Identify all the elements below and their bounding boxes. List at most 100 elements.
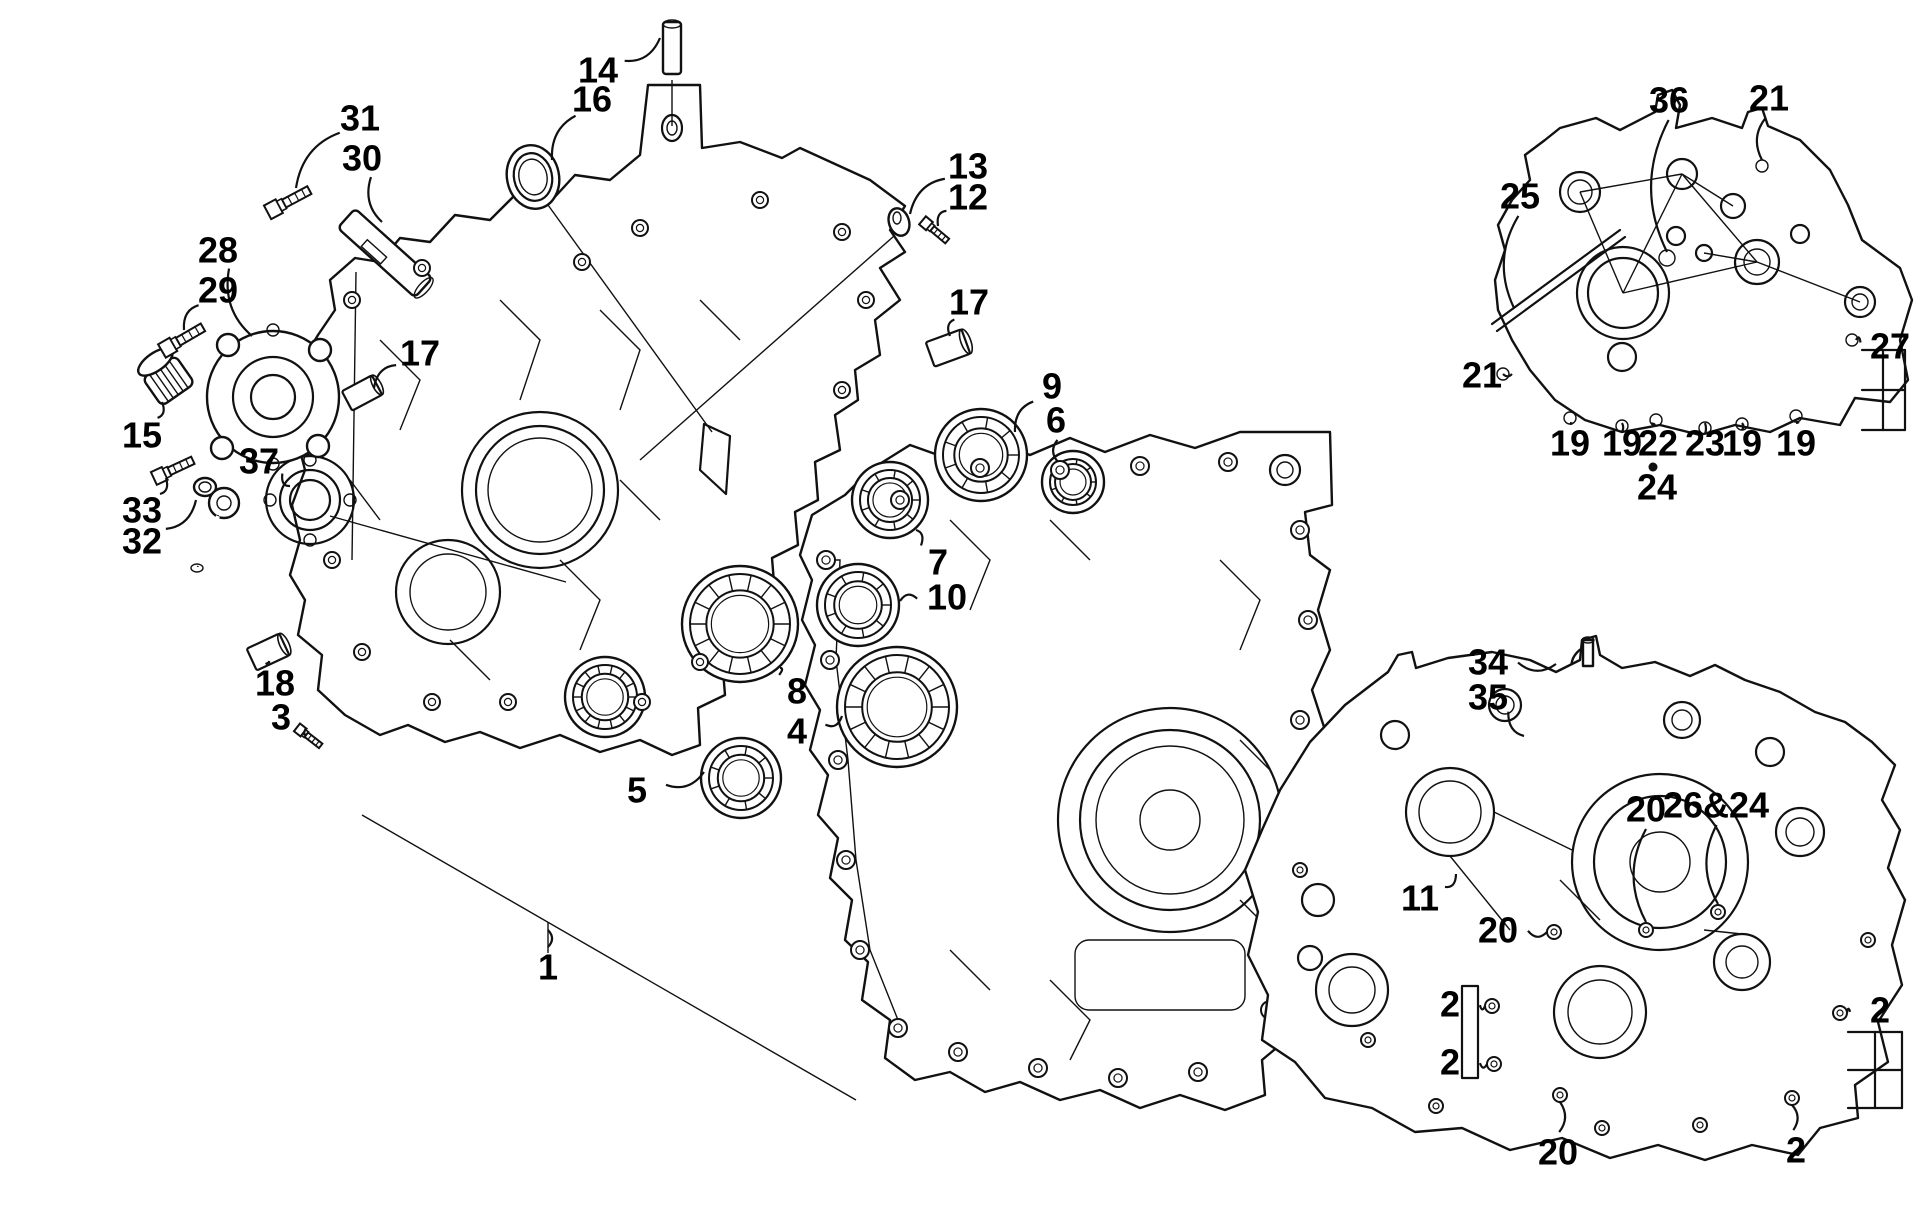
part-number-label: 19 [1550, 423, 1590, 464]
callout-18: 18 [255, 660, 295, 704]
part-number-label: 27 [1870, 326, 1910, 367]
part-number-label: 13 [948, 146, 988, 187]
leader-line [1569, 421, 1574, 426]
bolt-holes [323, 191, 1318, 1088]
callout-19: 19 [1776, 420, 1816, 464]
part-number-label: 11 [1401, 878, 1439, 919]
leader-line [624, 37, 662, 63]
leader-line [1527, 930, 1548, 938]
inset-ribs [1449, 811, 1743, 935]
leader-line [915, 528, 924, 546]
leader-line [1051, 439, 1059, 463]
callout-dot [1648, 462, 1658, 472]
bearing-9 [933, 407, 1029, 503]
leader-line [1517, 661, 1557, 672]
leader-line [226, 268, 253, 337]
callout-17: 17 [372, 333, 440, 389]
leader-line [1444, 873, 1458, 889]
right-crankcase-half [798, 430, 1334, 1112]
part-number-label: 2 [1870, 990, 1890, 1031]
leader-line [899, 593, 918, 602]
bearing-6 [1040, 449, 1106, 515]
inset-bottom-right [1243, 634, 1907, 1162]
callout-34: 34 [1468, 642, 1557, 683]
part-number-label: 32 [122, 521, 162, 562]
part-number-label: 20 [1478, 910, 1518, 951]
oil-pump-28 [205, 323, 341, 471]
part-number-label: 5 [627, 770, 647, 811]
part-number-label: 33 [122, 490, 162, 531]
leader-line [1649, 119, 1670, 253]
part-number-label: 2 [1786, 1130, 1806, 1171]
callout-25: 25 [1500, 176, 1540, 309]
callout-24: 24 [1637, 462, 1677, 508]
screw-12 [917, 214, 951, 245]
callout-22: 22 [1638, 422, 1678, 464]
part-number-label: 2 [1440, 1042, 1460, 1083]
leader-line [1558, 1101, 1567, 1133]
callout-5: 5 [627, 770, 705, 811]
callout-7: 7 [915, 528, 948, 583]
construction-lines [329, 80, 1453, 1101]
leader-line [550, 114, 577, 161]
leader-line [1651, 422, 1656, 427]
leader-line [182, 304, 199, 331]
part-number-label: 1 [538, 947, 558, 988]
part-number-label: 12 [948, 177, 988, 218]
callout-23: 23 [1685, 423, 1725, 464]
part-number-label: 9 [1042, 366, 1062, 407]
oil-passage-boss [263, 453, 357, 547]
leader-line [1502, 215, 1520, 309]
leader-line [1632, 828, 1647, 923]
callout-19: 19 [1722, 422, 1762, 464]
callout-30: 30 [342, 138, 383, 223]
leader-line [1755, 117, 1767, 161]
callout-11: 11 [1401, 873, 1458, 919]
leader-line [1478, 1062, 1488, 1069]
part-number-label: 2 [1440, 984, 1460, 1025]
part-number-label: 26&24 [1663, 785, 1769, 826]
leader-line [665, 771, 705, 789]
part-number-label: 14 [578, 50, 618, 91]
leader-line [302, 727, 307, 736]
callout-labels: 3130282914161713121796153733327101838451… [122, 37, 1910, 1173]
callout-33: 33 [122, 477, 169, 531]
leader-line [1013, 400, 1034, 433]
small-fasteners [149, 184, 974, 750]
part-number-label: 37 [239, 441, 279, 482]
web-ribs [1579, 173, 1861, 303]
part-number-label: 25 [1500, 176, 1540, 217]
oil-seal-16 [505, 144, 561, 210]
part-number-label: 8 [787, 671, 807, 712]
leader-line [1621, 422, 1625, 433]
dowel-17a [341, 374, 385, 412]
leader-line [159, 477, 169, 496]
callout-21: 21 [1749, 78, 1789, 161]
callout-8: 8 [778, 666, 807, 712]
bearing-8 [680, 564, 800, 684]
bearing-aux [563, 655, 647, 739]
banjo-bolt-33 [149, 455, 196, 487]
part-number-label: 7 [928, 542, 948, 583]
rear-mount-bracket [1846, 1030, 1904, 1110]
part-number-label: 19 [1722, 423, 1762, 464]
callout-29: 29 [182, 270, 238, 331]
leader-line [281, 473, 291, 488]
part-number-label: 17 [400, 333, 440, 374]
screw-3 [292, 722, 324, 750]
part-number-label: 3 [271, 697, 291, 738]
callout-14: 14 [578, 37, 662, 91]
part-number-label: 21 [1462, 355, 1502, 396]
leader-line [1705, 824, 1719, 905]
side-bolt-bracket [1460, 984, 1480, 1080]
part-number-label: 15 [122, 415, 162, 456]
callout-9: 9 [1013, 366, 1062, 433]
part-number-label: 34 [1468, 642, 1508, 683]
part-number-label: 22 [1638, 423, 1678, 464]
oil-pipe-fitting-32 [190, 476, 241, 573]
bearing-4 [835, 645, 959, 769]
bolt-31 [262, 184, 313, 221]
part-number-label: 23 [1685, 423, 1725, 464]
part-number-label: 10 [927, 577, 967, 618]
